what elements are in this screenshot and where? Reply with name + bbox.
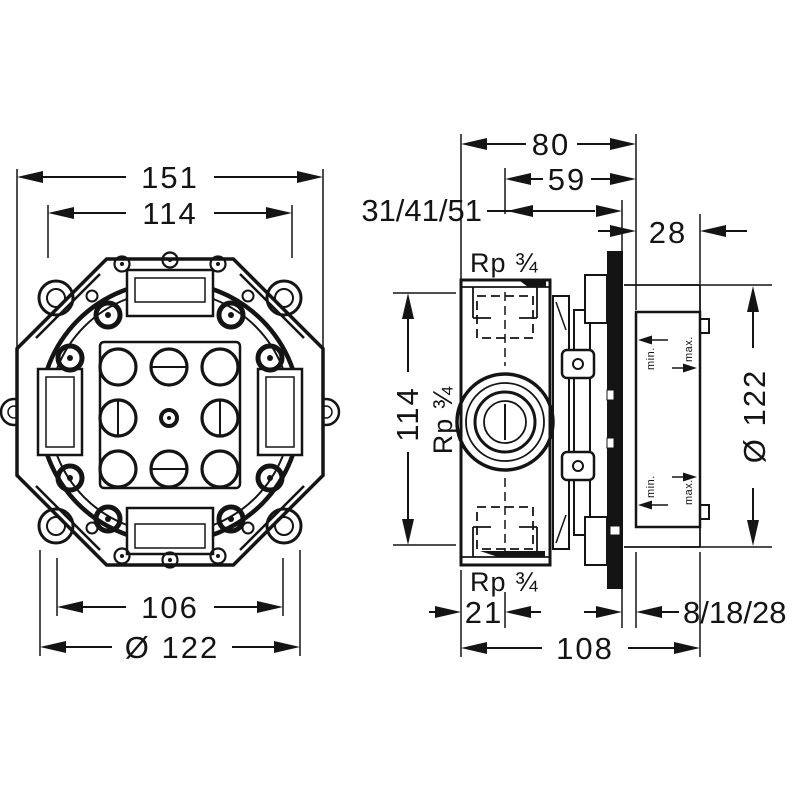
side-dimensions: 80 59 31/41/51 28	[361, 127, 786, 666]
dim-front-diameter-label: Ø 122	[125, 630, 219, 665]
max-bottom-label: max.	[683, 479, 695, 505]
flange-hole	[113, 251, 227, 569]
dim-side-diameter-label: Ø 122	[737, 369, 772, 463]
flange-plate	[607, 251, 623, 589]
dim-height-label: 114	[390, 386, 425, 441]
dim-adjust-range-label: 8/18/28	[683, 595, 786, 630]
front-view: 151 114 106 Ø 122	[0, 160, 341, 665]
protection-cover	[634, 310, 702, 529]
ear-lug	[37, 279, 303, 545]
dim-total-length-label: 108	[556, 631, 614, 666]
port-top-label: Rp ¾	[470, 248, 539, 278]
front-part	[0, 251, 341, 569]
screw-boss	[55, 300, 285, 534]
front-dimensions: 151 114 106 Ø 122	[16, 160, 324, 665]
dim-overall-width-label: 151	[141, 160, 199, 195]
side-view: min. max. min. max. 80 59	[361, 127, 786, 666]
dim-depth-total-label: 80	[532, 127, 570, 162]
max-top-label: max.	[683, 336, 695, 362]
dim-port-offset-label: 21	[465, 595, 503, 630]
dim-inner-width-label: 114	[142, 196, 197, 231]
plaster-depth-markers: min. max. min. max.	[638, 335, 697, 510]
dim-depth-inner-label: 59	[548, 162, 586, 197]
dim-install-depth-label: 31/41/51	[361, 193, 482, 228]
port-holes	[98, 347, 240, 489]
port-bottom-label: Rp ¾	[470, 567, 539, 597]
mounting-bracket	[36, 268, 304, 556]
min-bottom-label: min.	[645, 475, 657, 498]
side-part: min. max. min. max.	[455, 251, 710, 589]
dim-cover-depth-label: 28	[649, 215, 687, 250]
dim-bottom-width-label: 106	[141, 590, 199, 625]
min-top-label: min.	[645, 347, 657, 370]
port-mid-label: Rp ¾	[428, 386, 458, 455]
